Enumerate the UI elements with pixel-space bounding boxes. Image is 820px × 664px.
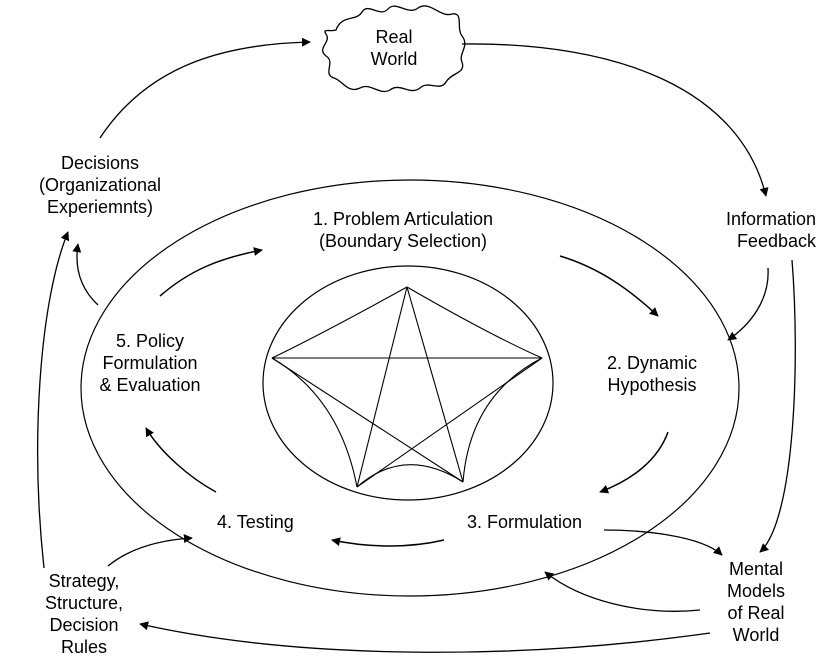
decisions-line-1: Decisions xyxy=(60,153,140,173)
arrow-formulation-to-testing xyxy=(331,537,445,547)
step-2-line-1: 2. Dynamic xyxy=(606,353,698,373)
strategy-line-2: Structure, xyxy=(44,593,124,613)
strategy-line-3: Decision xyxy=(49,615,119,635)
arrow-real-world-to-feedback xyxy=(461,43,769,197)
arrow-testing-to-policy xyxy=(145,427,217,493)
step-5-policy: 5. Policy Formulation & Evaluation xyxy=(99,330,200,396)
step-4-testing: 4. Testing xyxy=(217,511,294,533)
inner-ellipse xyxy=(262,265,554,501)
strategy-line-1: Strategy, xyxy=(48,571,120,591)
pentagram-star xyxy=(271,286,543,488)
step-2-dynamic-hypothesis: 2. Dynamic Hypothesis xyxy=(607,352,697,396)
real-world-line-1: Real xyxy=(375,27,413,47)
strategy-line-4: Rules xyxy=(60,637,108,657)
arrow-strategy-to-decisions xyxy=(37,231,70,569)
decisions-line-3: Experiemnts) xyxy=(46,197,154,217)
mental-models-line-3: of Real xyxy=(727,603,785,623)
arrow-problem-to-hypothesis xyxy=(559,255,659,317)
information-feedback-label: Information Feedback xyxy=(690,208,816,252)
step-5-line-3: & Evaluation xyxy=(99,375,201,395)
step-1-line-1: 1. Problem Articulation xyxy=(312,209,494,229)
inner-cycle-arrows xyxy=(145,247,669,547)
real-world-cloud xyxy=(321,5,466,93)
step-5-line-2: Formulation xyxy=(102,353,198,373)
arrow-mental-models-to-strategy xyxy=(139,621,711,653)
step-1-problem-articulation: 1. Problem Articulation (Boundary Select… xyxy=(313,208,493,252)
arrow-policy-to-decisions xyxy=(72,243,99,306)
decisions-label: Decisions (Organizational Experiemnts) xyxy=(39,152,161,218)
step-3-line-1: 3. Formulation xyxy=(467,512,583,532)
mental-models-label: Mental Models of Real World xyxy=(727,558,785,646)
step-4-line-1: 4. Testing xyxy=(217,512,294,532)
step-3-formulation: 3. Formulation xyxy=(467,511,582,533)
arrow-policy-to-problem xyxy=(159,247,263,297)
information-feedback-line-1: Information xyxy=(725,209,816,229)
arrow-strategy-to-testing xyxy=(107,534,193,567)
arrow-feedback-to-hypothesis xyxy=(727,267,769,341)
decisions-line-2: (Organizational xyxy=(38,175,162,195)
arrow-hypothesis-to-formulation xyxy=(599,431,669,494)
real-world-line-2: World xyxy=(370,49,418,69)
real-world-label: Real World xyxy=(371,26,418,70)
step-5-line-1: 5. Policy xyxy=(115,331,185,351)
arrow-decisions-to-real-world xyxy=(99,37,311,139)
strategy-label: Strategy, Structure, Decision Rules xyxy=(45,570,123,658)
information-feedback-line-2: Feedback xyxy=(736,231,816,251)
mental-models-line-2: Models xyxy=(726,581,786,601)
arrow-mental-models-to-formulation xyxy=(544,571,701,612)
step-1-line-2: (Boundary Selection) xyxy=(318,231,488,251)
mental-models-line-4: World xyxy=(732,625,780,645)
arrow-formulation-to-mental-models xyxy=(603,529,723,556)
outer-loop-arrows xyxy=(37,37,796,653)
step-2-line-2: Hypothesis xyxy=(607,375,697,395)
arrow-feedback-to-mental-models xyxy=(759,259,796,553)
outer-process-ellipse xyxy=(80,179,740,597)
mental-models-line-1: Mental xyxy=(728,559,784,579)
